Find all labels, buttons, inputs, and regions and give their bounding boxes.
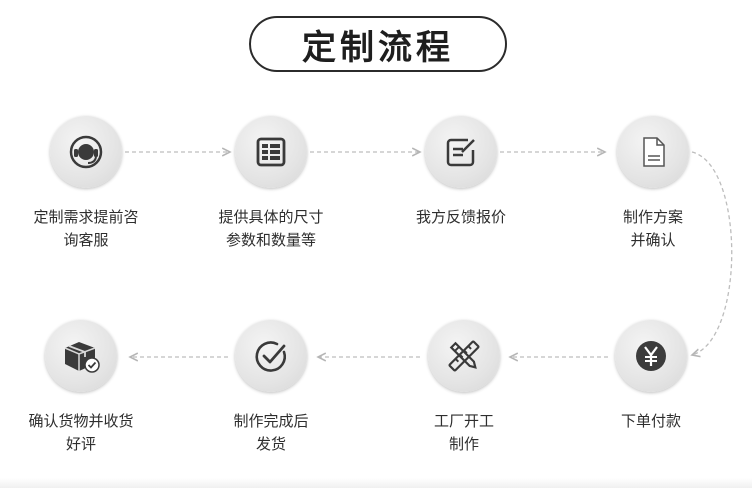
yen-icon	[636, 341, 666, 371]
connector-4-5	[692, 151, 733, 355]
check-circle-icon	[255, 341, 286, 372]
step-8-circle	[45, 320, 117, 392]
tools-icon	[448, 340, 480, 372]
step-5-circle	[615, 320, 687, 392]
step-6-circle	[428, 320, 500, 392]
step-6: 工厂开工 制作	[389, 320, 539, 456]
step-1-label: 定制需求提前咨 询客服	[33, 208, 139, 249]
package-check-icon	[64, 342, 100, 373]
step-5-label: 下单付款	[620, 412, 681, 430]
list-form-icon	[256, 137, 286, 167]
edit-note-icon	[446, 138, 475, 167]
title-pill: 定制流程	[249, 16, 507, 72]
step-6-label: 工厂开工 制作	[433, 412, 494, 453]
page-title: 定制流程	[302, 27, 454, 68]
step-1: 定制需求提前咨 询客服	[11, 116, 161, 252]
step-7: 制作完成后 发货	[196, 320, 346, 456]
step-5: 下单付款	[576, 320, 726, 433]
step-4-circle	[617, 116, 689, 188]
step-1-circle	[50, 116, 122, 188]
step-3: 我方反馈报价	[386, 116, 536, 229]
step-2-circle	[235, 116, 307, 188]
step-4-label: 制作方案 并确认	[622, 208, 683, 249]
step-3-circle	[425, 116, 497, 188]
step-2: 提供具体的尺寸 参数和数量等	[196, 116, 346, 252]
step-7-circle	[235, 320, 307, 392]
step-8: 确认货物并收货 好评	[6, 320, 156, 456]
footer-strip	[0, 478, 752, 488]
step-7-label: 制作完成后 发货	[233, 412, 309, 453]
step-3-label: 我方反馈报价	[415, 208, 506, 226]
step-2-label: 提供具体的尺寸 参数和数量等	[218, 208, 324, 249]
document-icon	[643, 137, 665, 167]
step-4: 制作方案 并确认	[578, 116, 728, 252]
headset-icon	[69, 135, 103, 169]
step-8-label: 确认货物并收货 好评	[28, 412, 134, 453]
